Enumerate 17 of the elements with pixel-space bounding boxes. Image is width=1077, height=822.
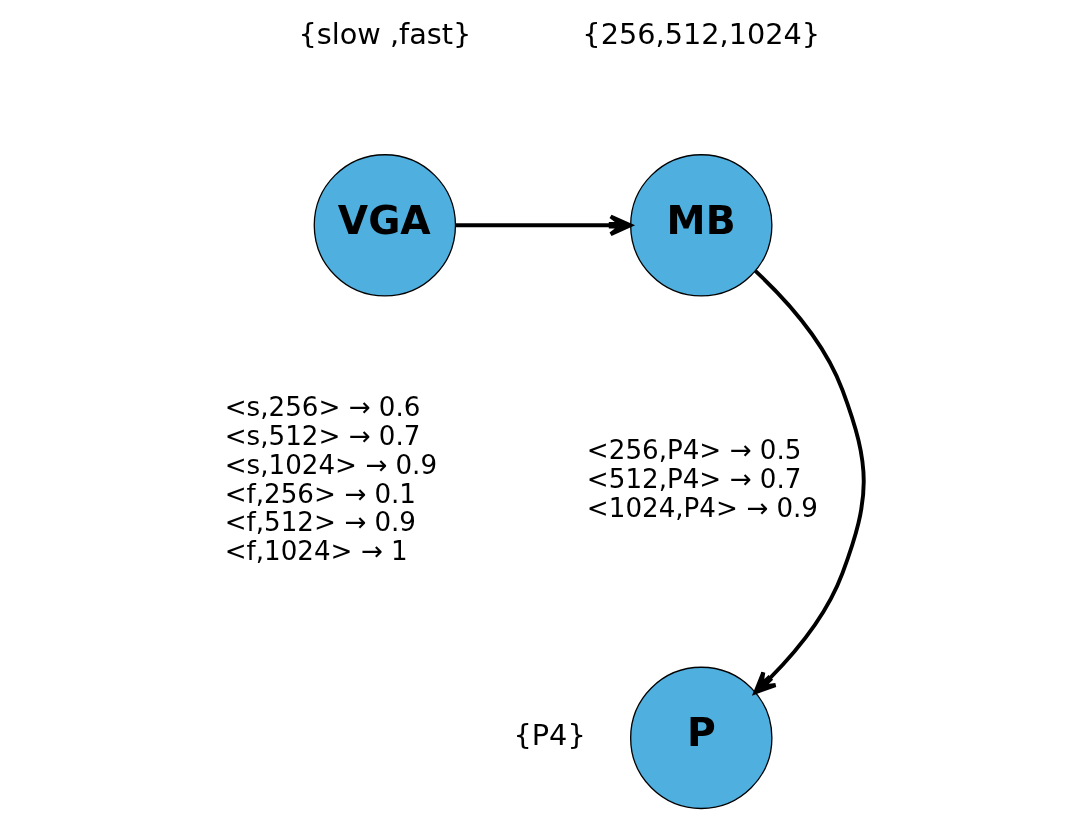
node-circle: MB — [629, 154, 773, 297]
node-label: {slow ,fast} — [297, 17, 471, 52]
node-label: {256,512,1024} — [581, 17, 820, 52]
label: <1024,P4> → 0.9 — [586, 492, 818, 523]
label: <f,512> → 0.9 — [224, 507, 416, 538]
arrow — [455, 214, 632, 237]
label: <f,1024> → 1 — [224, 536, 408, 567]
label: <s,256> → 0.6 — [224, 392, 420, 423]
label: <s,1024> → 0.9 — [224, 449, 437, 480]
node-label: {P4} — [512, 718, 586, 753]
label: <512,P4> → 0.7 — [586, 464, 801, 495]
label: <256,P4> → 0.5 — [586, 435, 801, 466]
label: <s,512> → 0.7 — [224, 421, 420, 451]
arrow — [752, 269, 866, 695]
node-circle: VGA — [313, 154, 456, 297]
node-circle: P — [629, 666, 773, 810]
label: <f,256> → 0.1 — [224, 478, 416, 509]
